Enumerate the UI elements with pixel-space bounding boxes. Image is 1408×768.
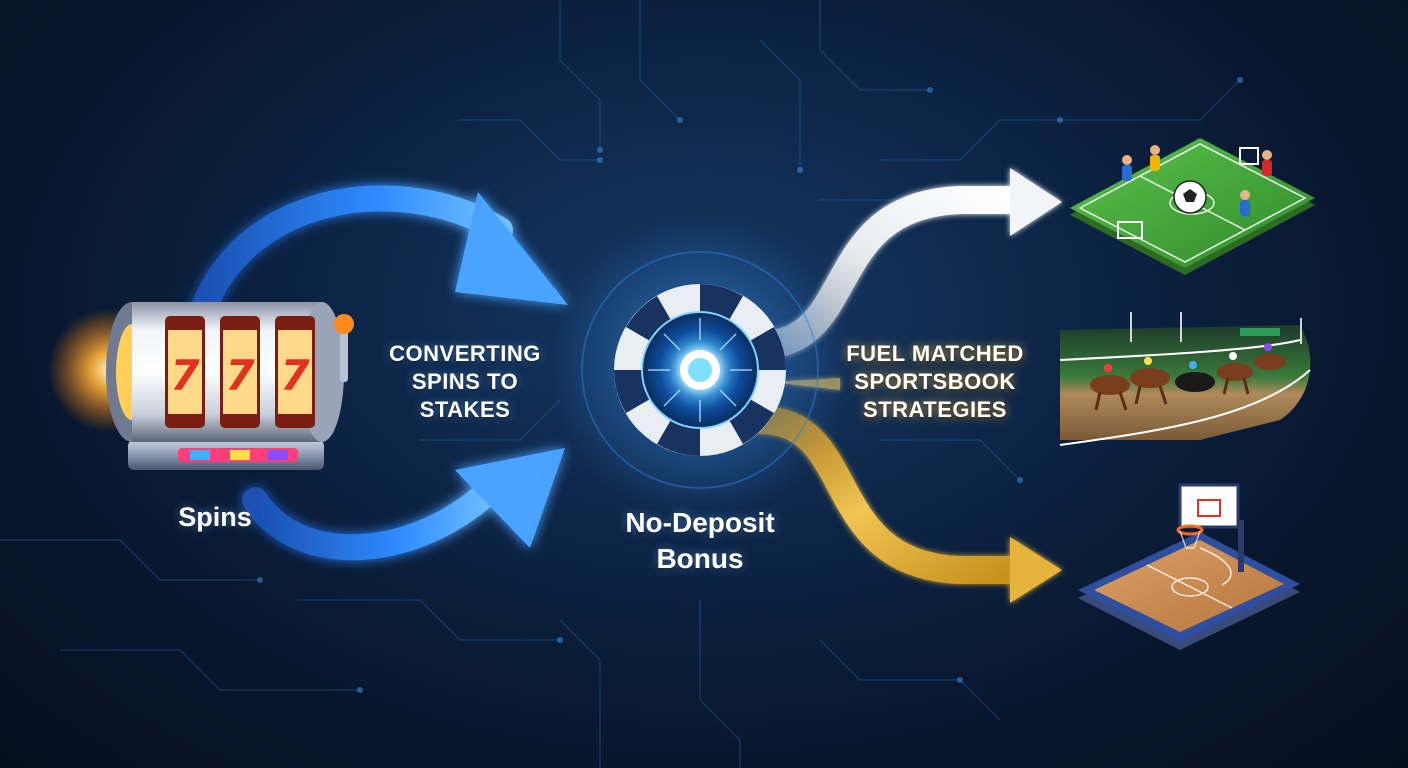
blue-bottom-arrow-head — [455, 448, 565, 548]
blue-bottom-arrow-body — [242, 472, 508, 561]
soccer-field-icon — [1070, 138, 1315, 275]
circuit-background — [0, 0, 1241, 768]
converting-label: CONVERTING SPINS TO STAKES — [370, 340, 560, 424]
fuel-matched-label: FUEL MATCHED SPORTSBOOK STRATEGIES — [830, 340, 1040, 424]
blue-top-arrow-head — [455, 192, 568, 305]
bonus-line-2: Bonus — [656, 543, 744, 574]
casino-chip-icon — [550, 220, 850, 520]
fuel-line-1: FUEL MATCHED — [846, 341, 1024, 366]
converting-line-1: CONVERTING — [389, 341, 541, 366]
reel-symbol-3: 7 — [280, 351, 310, 400]
reel-symbol-1: 7 — [170, 351, 200, 400]
fuel-line-3: STRATEGIES — [863, 397, 1007, 422]
reel-symbol-2: 7 — [225, 351, 255, 400]
blue-top-arrow-body — [182, 185, 513, 353]
blue-cycle-arrows — [182, 185, 568, 561]
fuel-line-2: SPORTSBOOK — [854, 369, 1016, 394]
circuit-nodes — [257, 77, 1243, 693]
no-deposit-bonus-label: No-Deposit Bonus — [590, 505, 810, 577]
spins-label: Spins — [160, 502, 270, 533]
basketball-court-icon — [1078, 483, 1300, 650]
horse-racing-icon — [1059, 312, 1311, 446]
bonus-line-1: No-Deposit — [625, 507, 775, 538]
converting-line-3: STAKES — [419, 397, 511, 422]
slot-machine-icon: 7 7 7 — [48, 302, 354, 470]
spins-text: Spins — [178, 502, 252, 532]
converting-line-2: SPINS TO — [411, 369, 519, 394]
